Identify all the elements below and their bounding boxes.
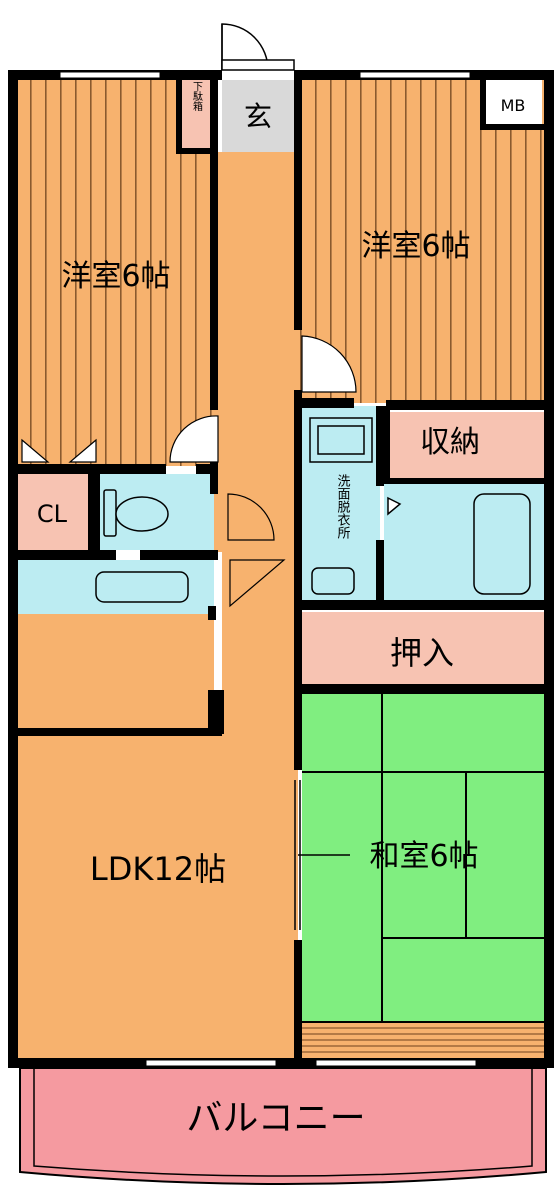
western-room-right-label: 洋室6帖	[361, 229, 470, 264]
western-room-left-label: 洋室6帖	[61, 259, 170, 294]
ldk-label: LDK12帖	[90, 850, 226, 888]
entrance-floor	[222, 80, 294, 152]
meter-box-label: MB	[501, 96, 526, 115]
japanese-room-label: 和室6帖	[369, 839, 478, 874]
meter-box	[484, 80, 542, 124]
storage-label: 収納	[420, 425, 480, 460]
balcony-floor	[19, 1067, 547, 1185]
closet-floor	[16, 474, 90, 550]
storage-floor	[388, 412, 548, 480]
japanese-room-wood-strip	[302, 1022, 548, 1062]
windows	[59, 71, 477, 1067]
oshiire-label: 押入	[390, 634, 454, 672]
entrance-label: 玄	[244, 100, 272, 133]
door-swings	[21, 335, 357, 608]
tatami-lines	[302, 694, 548, 1023]
entrance-door	[221, 23, 295, 71]
shoe-box	[180, 80, 210, 152]
closet-label: CL	[37, 500, 68, 528]
sliding-door	[294, 780, 350, 930]
shoe-box-label: 下駄箱	[191, 81, 203, 112]
oshiire-floor	[302, 612, 548, 686]
western-room-right-floor	[298, 78, 550, 403]
fixtures	[95, 417, 531, 603]
washroom-label: 洗面脱衣所	[335, 474, 351, 539]
balcony-label: バルコニー	[186, 1098, 365, 1139]
japanese-room-floor	[302, 694, 548, 1022]
corridor-floor	[214, 152, 298, 552]
